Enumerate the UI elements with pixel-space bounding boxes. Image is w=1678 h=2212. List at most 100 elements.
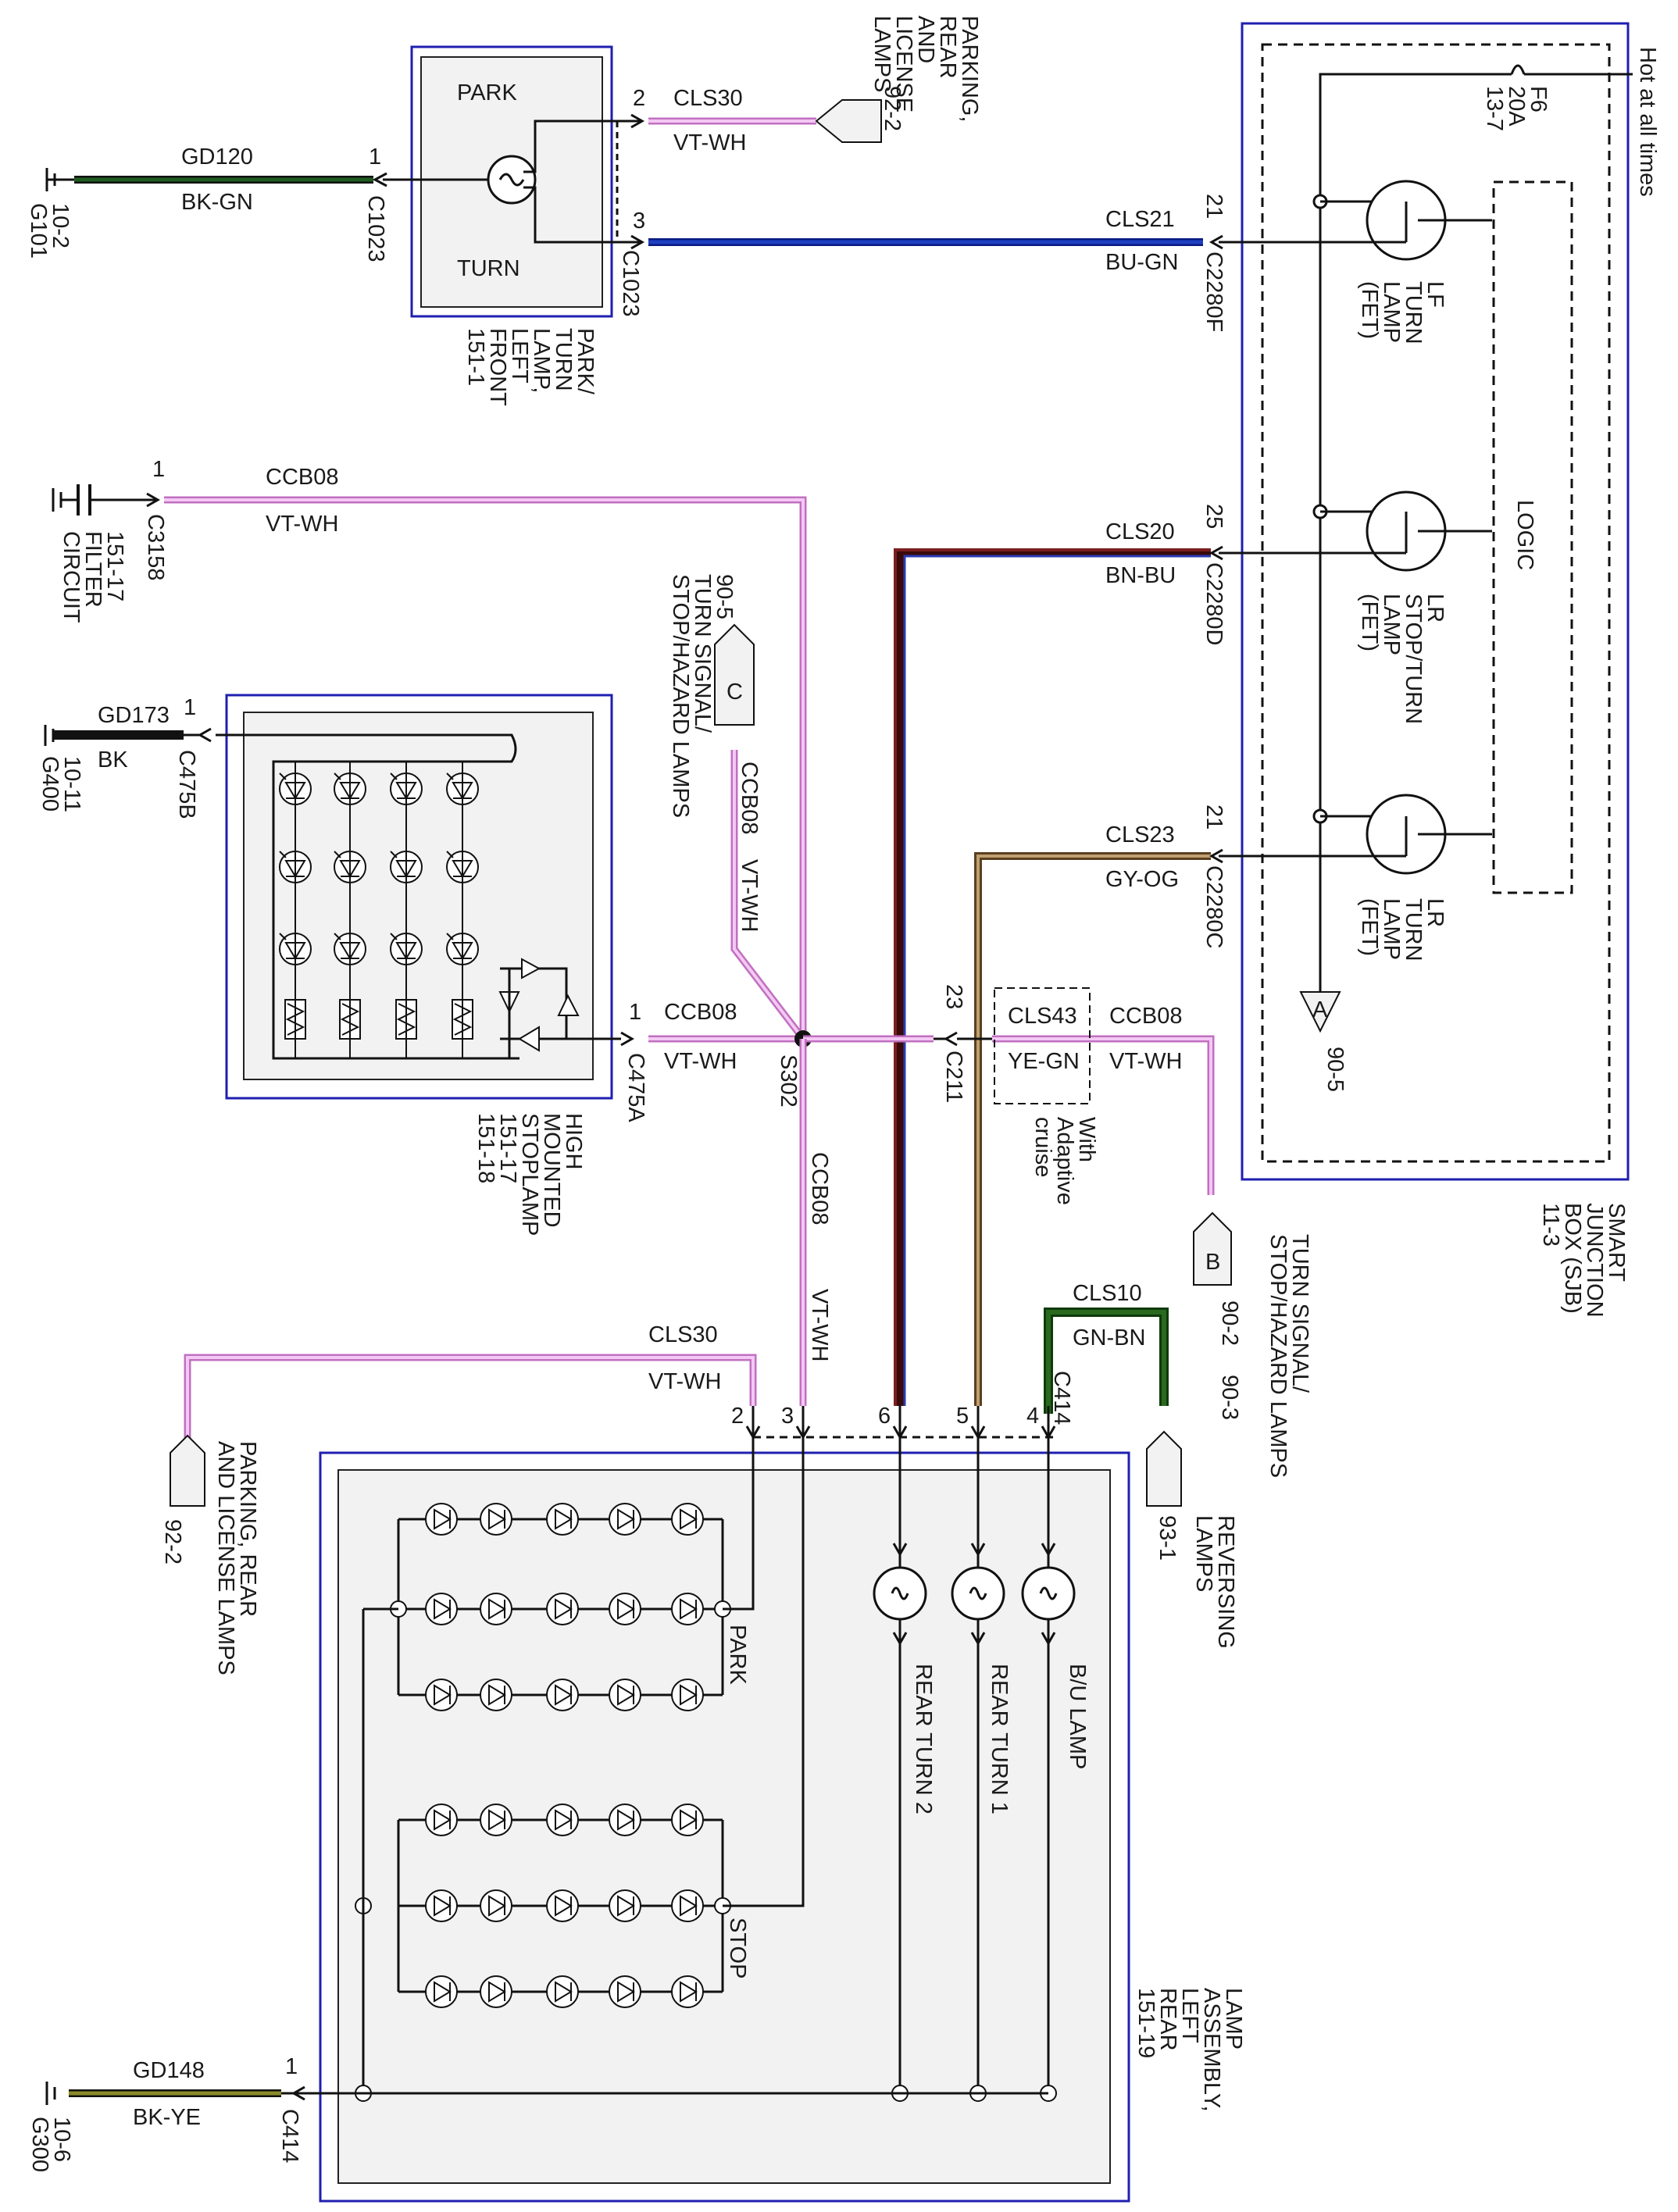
svg-text:A: A: [1312, 997, 1328, 1022]
svg-text:YE-GN: YE-GN: [1008, 1049, 1080, 1074]
svg-text:PARK/: PARK/: [573, 328, 598, 395]
led-icon: [609, 1803, 641, 1836]
svg-text:TURN: TURN: [551, 328, 576, 391]
svg-text:STOP/HAZARD LAMPS: STOP/HAZARD LAMPS: [668, 574, 693, 818]
led-icon: [480, 1593, 512, 1625]
svg-text:GN-BN: GN-BN: [1073, 1325, 1145, 1350]
wire-gd173: GD173 BK 1 C475B: [53, 695, 212, 819]
svg-text:1: 1: [285, 2054, 298, 2079]
svg-text:FILTER: FILTER: [80, 531, 105, 608]
svg-text:CLS23: CLS23: [1105, 822, 1175, 847]
wire-ccb08-vertical: CCB08 VT-WH: [799, 1039, 832, 1406]
svg-text:C: C: [727, 680, 743, 705]
svg-text:LAMP: LAMP: [1221, 1988, 1246, 2050]
svg-text:CCB08: CCB08: [1109, 1004, 1183, 1029]
cls30-top-color: VT-WH: [673, 130, 746, 155]
svg-text:CLS43: CLS43: [1008, 1004, 1077, 1029]
svg-text:VT-WH: VT-WH: [664, 1049, 737, 1074]
svg-text:G300: G300: [27, 2117, 52, 2172]
svg-text:cruise: cruise: [1030, 1117, 1055, 1177]
led-icon: [425, 1503, 458, 1536]
svg-text:CCB08: CCB08: [737, 762, 762, 835]
svg-text:ASSEMBLY,: ASSEMBLY,: [1199, 1988, 1224, 2112]
svg-text:AND: AND: [913, 16, 938, 63]
svg-text:BN-BU: BN-BU: [1105, 563, 1176, 588]
svg-text:LEFT: LEFT: [507, 328, 532, 384]
rear-lamp-caption: LAMP ASSEMBLY, LEFT REAR 151-19: [1134, 1988, 1246, 2112]
svg-text:C1023: C1023: [618, 250, 643, 316]
connector-reversing: 93-1 REVERSING LAMPS: [1146, 1430, 1238, 1649]
wire-ccb08-top: CCB08 VT-WH: [164, 465, 807, 1039]
svg-text:GD173: GD173: [98, 703, 170, 728]
led-icon: [609, 1975, 641, 2008]
svg-text:90-2: 90-2: [1217, 1300, 1242, 1346]
svg-text:92-2: 92-2: [160, 1519, 185, 1564]
led-icon: [671, 1975, 704, 2008]
wire-cls21: 3 C1023 CLS21 BU-GN 21 C2280F: [617, 194, 1226, 332]
led-icon: [480, 1503, 512, 1536]
svg-text:LR: LR: [1423, 594, 1448, 623]
svg-text:(FET): (FET): [1357, 594, 1382, 651]
smart-junction-box: LOGIC F6 20A 13-7 LF TURN LAMP (FET) LR …: [1219, 22, 1633, 1181]
led-icon: [480, 1679, 512, 1711]
svg-text:LEFT: LEFT: [1177, 1988, 1202, 2043]
g101-id: G101: [26, 203, 51, 259]
svg-text:C414: C414: [277, 2109, 302, 2163]
bulb-icon: [1021, 1566, 1076, 1621]
svg-text:GY-OG: GY-OG: [1105, 867, 1179, 892]
c211-segment: 23 C211 CLS43 YE-GN CCB08 VT-WH With Ada…: [803, 984, 1215, 1205]
svg-text:151-1: 151-1: [463, 328, 488, 386]
ground-g101: G101 10-2: [26, 168, 74, 259]
svg-text:VT-WH: VT-WH: [266, 512, 338, 537]
svg-text:10-11: 10-11: [59, 756, 84, 812]
svg-text:CLS30: CLS30: [648, 1322, 718, 1347]
svg-text:PARKING, REAR: PARKING, REAR: [235, 1441, 260, 1617]
rear-pin-label: 2: [731, 1404, 744, 1429]
svg-text:151-17: 151-17: [495, 1113, 520, 1183]
g101-ref: 10-2: [48, 203, 73, 248]
svg-text:CCB08: CCB08: [266, 465, 339, 490]
circuit-filter: CIRCUIT FILTER 151-17 1 C3158: [52, 457, 168, 623]
svg-text:TURN: TURN: [1401, 898, 1426, 962]
led-icon: [480, 1803, 512, 1836]
svg-text:VT-WH: VT-WH: [648, 1369, 721, 1394]
cls21-circuit: CLS21: [1105, 207, 1175, 232]
wire-cls23: CLS23 GY-OG 21 C2280C: [974, 805, 1226, 1406]
svg-text:REVERSING: REVERSING: [1213, 1515, 1238, 1649]
led-icon: [546, 1593, 579, 1625]
svg-text:Adaptive: Adaptive: [1052, 1117, 1077, 1205]
gd120-color: BK-GN: [181, 190, 253, 215]
ground-g400: G400 10-11: [37, 725, 84, 812]
logic-label: LOGIC: [1512, 500, 1537, 570]
svg-text:(FET): (FET): [1357, 898, 1382, 956]
svg-text:151-18: 151-18: [473, 1113, 498, 1183]
adaptive-cruise-box: [994, 987, 1091, 1104]
park-turn-lamp-left-front: PARK TURN: [383, 45, 619, 318]
svg-text:C475B: C475B: [174, 750, 199, 819]
cls30-top-pin: 2: [633, 86, 645, 111]
rear-pin-label: 6: [878, 1404, 891, 1429]
svg-text:REAR: REAR: [935, 16, 960, 79]
led-icon: [609, 1889, 641, 1922]
svg-text:AND LICENSE LAMPS: AND LICENSE LAMPS: [213, 1441, 238, 1675]
svg-text:CLS10: CLS10: [1073, 1281, 1142, 1306]
svg-text:151-17: 151-17: [102, 531, 127, 601]
svg-text:1: 1: [184, 695, 196, 720]
svg-text:LAMPS: LAMPS: [869, 16, 894, 92]
svg-text:21: 21: [1201, 805, 1226, 830]
svg-text:BK-YE: BK-YE: [133, 2105, 201, 2130]
svg-text:VT-WH: VT-WH: [737, 859, 762, 932]
svg-text:REAR: REAR: [1155, 1988, 1180, 2051]
cls30-top-circuit: CLS30: [673, 86, 743, 111]
svg-text:TURN SIGNAL/: TURN SIGNAL/: [690, 574, 715, 733]
svg-text:BK: BK: [98, 747, 128, 772]
cls21-pin: 21: [1201, 194, 1226, 219]
svg-text:90-3: 90-3: [1217, 1375, 1242, 1420]
fuse-icon: [1510, 64, 1526, 75]
led-icon: [609, 1503, 641, 1536]
led-icon: [546, 1975, 579, 2008]
fuse-ref: 13-7: [1482, 86, 1507, 131]
led-icon: [425, 1975, 458, 2008]
cls30-top-ref: 92-2: [880, 86, 905, 131]
